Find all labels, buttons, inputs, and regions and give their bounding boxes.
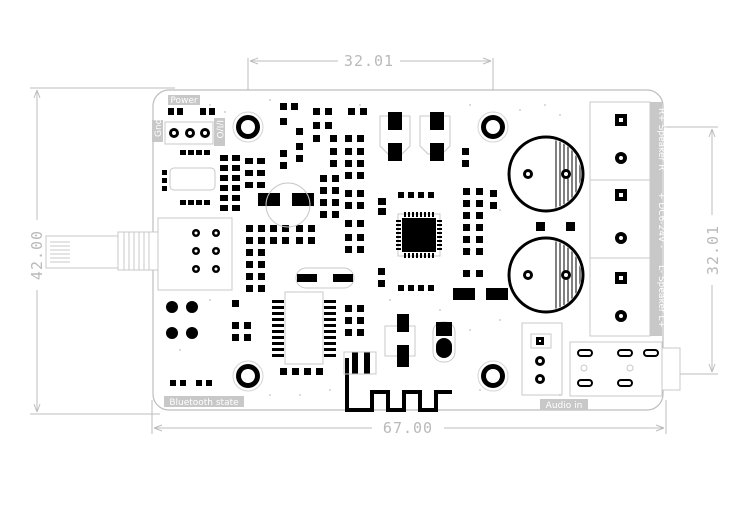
audio-in-header: Audio in: [530, 333, 588, 411]
mounting-hole-bottom-right: [477, 360, 509, 392]
audio-in-label: Audio in: [546, 401, 583, 411]
bluetooth-state-label: Bluetooth state: [169, 398, 239, 408]
soic-ic-left: [272, 300, 336, 357]
power-label: Power: [170, 96, 198, 106]
dim-top-label: 32.01: [344, 52, 394, 70]
terminal-block: R+ Speaker R + DC6-24V - L- Speaker L+: [589, 101, 666, 337]
bluetooth-state-led: Bluetooth state: [164, 380, 244, 408]
bluetooth-antenna: [345, 358, 452, 412]
smd-components-center: [378, 188, 575, 300]
power-header: Power Gnd I/I/O: [152, 95, 225, 146]
switch-pads: [166, 301, 198, 339]
oscillator: [297, 274, 353, 282]
usb-connector: [45, 217, 233, 291]
dim-left-label: 42.00: [28, 230, 46, 280]
antenna-feed: [352, 352, 370, 374]
speaker-l-label: L- Speaker L+: [656, 265, 666, 328]
speaker-r-label: R+ Speaker R: [656, 108, 666, 170]
dim-bottom-label: 67.00: [383, 419, 433, 437]
main-ic: [396, 212, 442, 258]
mounting-hole-top-left: [232, 111, 264, 143]
mounting-holes: [232, 111, 509, 392]
capacitor-top: [507, 135, 585, 213]
smd-components-left: [220, 103, 385, 375]
mounting-hole-top-right: [477, 111, 509, 143]
dimension-bottom: 67.00: [151, 400, 667, 437]
dim-right-label: 32.01: [704, 225, 722, 275]
inductor: [432, 321, 456, 363]
dc-input-label: + DC6-24V -: [656, 192, 666, 248]
dimension-left: 42.00: [28, 87, 175, 415]
audio-jack: [569, 341, 681, 397]
dimension-top: 32.01: [247, 52, 494, 118]
crystal-outline: [169, 167, 216, 191]
antenna-match-outline: [343, 351, 377, 375]
power-mosfets: [388, 112, 469, 367]
component-outlines: [265, 115, 563, 396]
left-top-components: [162, 150, 210, 205]
gnd-label: Gnd: [154, 119, 164, 137]
mounting-hole-bottom-left: [232, 360, 264, 392]
io-label: I/I/O: [214, 120, 224, 138]
